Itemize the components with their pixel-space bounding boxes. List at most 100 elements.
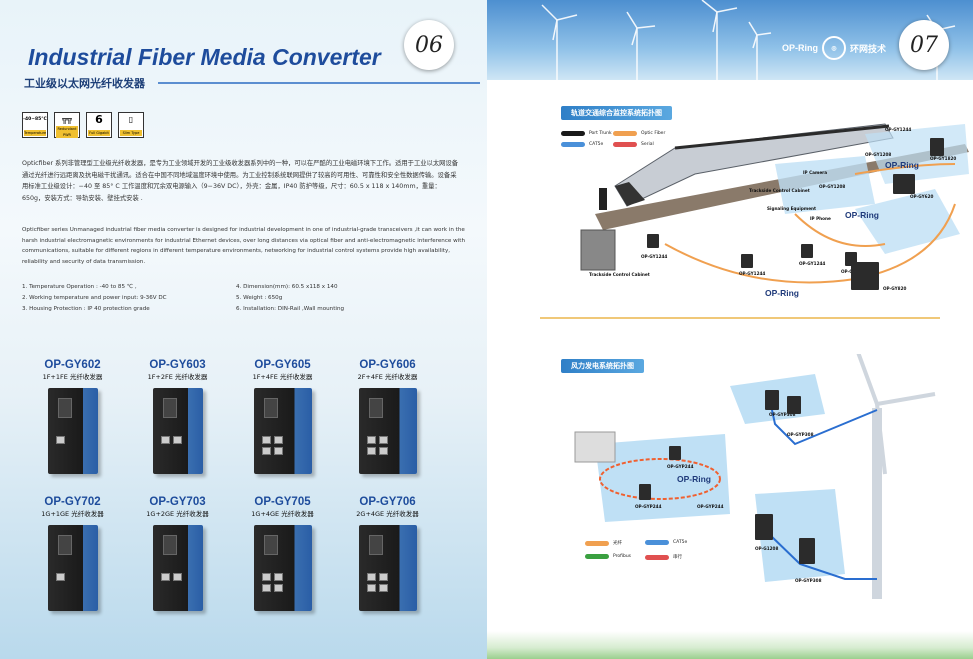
product-image bbox=[253, 388, 312, 474]
rj45-port bbox=[366, 573, 376, 581]
legend-profibus: Profibus bbox=[585, 554, 631, 559]
section-separator bbox=[540, 317, 940, 319]
rj45-port bbox=[160, 573, 170, 581]
rj45-port bbox=[366, 436, 376, 444]
switch-device bbox=[669, 446, 681, 460]
product-model: OP-GY603 bbox=[149, 359, 206, 371]
node-label: OP-GY1208 bbox=[819, 184, 846, 189]
diagram-label: Trackside Control Cabinet bbox=[749, 188, 810, 193]
title-divider bbox=[158, 82, 480, 84]
node-label: OP-GYP308 bbox=[787, 432, 814, 437]
spec-item: 3. Housing Protection : IP 40 protection… bbox=[22, 306, 150, 312]
diagram-label: Trackside Control Cabinet bbox=[589, 272, 650, 277]
temperature-icon: -40~85°C Temperature bbox=[22, 112, 48, 138]
fiber-port bbox=[162, 535, 177, 555]
grass-footer bbox=[487, 631, 973, 659]
rj45-port bbox=[261, 447, 271, 455]
product-image bbox=[152, 525, 203, 611]
product-desc: 1G+1GE 光纤收发器 bbox=[41, 510, 104, 518]
legend-port-trunk: Port Trunk bbox=[561, 131, 612, 136]
rj45-port bbox=[366, 447, 376, 455]
wind-diagram-title: 风力发电系统拓扑图 bbox=[561, 359, 644, 373]
switch-device bbox=[930, 138, 944, 156]
product-desc: 1G+2GE 光纤收发器 bbox=[146, 510, 209, 518]
rj45-port bbox=[261, 573, 271, 581]
fiber-port bbox=[368, 398, 383, 418]
fiber-port bbox=[57, 535, 72, 555]
rj45-port bbox=[273, 584, 283, 592]
rj45-port bbox=[261, 584, 271, 592]
product-card: OP-GY605 1F+4FE 光纤收发器 bbox=[230, 358, 335, 474]
product-card: OP-GY706 2G+4GE 光纤收发器 bbox=[335, 495, 440, 611]
switch-device bbox=[787, 396, 801, 414]
product-model: OP-GY602 bbox=[44, 359, 101, 371]
diagram-label: IP Camera bbox=[803, 170, 828, 175]
legend-optic-fiber: Optic Fiber bbox=[613, 131, 665, 136]
rj45-port bbox=[378, 436, 388, 444]
spec-item: 6. Installation: DIN-Rail ,Wall mounting bbox=[236, 306, 345, 312]
rj45-port bbox=[261, 436, 271, 444]
product-desc: 1G+4GE 光纤收发器 bbox=[251, 510, 314, 518]
slim-type-icon: ▯ Slim Type bbox=[118, 112, 144, 138]
product-desc: 2G+4GE 光纤收发器 bbox=[356, 510, 419, 518]
product-desc: 1F+2FE 光纤收发器 bbox=[147, 373, 208, 381]
node-label: OP-GYP244 bbox=[697, 504, 724, 509]
legend-serial: 串行 bbox=[645, 554, 682, 560]
node-label: OP-G1208 bbox=[755, 546, 779, 551]
switch-device bbox=[755, 514, 773, 540]
rj45-port bbox=[172, 436, 182, 444]
brand-name: OP-Ring bbox=[782, 43, 818, 53]
switch-device bbox=[893, 174, 915, 194]
wind-network-graphic bbox=[574, 354, 936, 599]
node-label: OP-GY1244 bbox=[799, 261, 826, 266]
rj45-port bbox=[273, 573, 283, 581]
switch-device bbox=[801, 244, 813, 258]
description-en: Opticfiber series Unmanaged industrial f… bbox=[22, 227, 466, 265]
legend-cat5e: CAT5e bbox=[645, 540, 687, 545]
title-cn: 工业级以太网光纤收发器 bbox=[24, 77, 145, 90]
gigabit-icon: 6 Full Gigabit bbox=[86, 112, 112, 138]
spec-item: 1. Temperature Operation : -40 to 85 ℃ , bbox=[22, 284, 137, 290]
rj45-port bbox=[55, 573, 65, 581]
ring-label: OP-Ring bbox=[845, 210, 879, 220]
node-label: OP-GY1820 bbox=[930, 156, 957, 161]
diagram-label: IP Phone bbox=[810, 216, 831, 221]
product-model: OP-GY605 bbox=[254, 359, 311, 371]
ring-logo-icon: ◎ bbox=[822, 36, 846, 60]
spec-item: 2. Working temperature and power input: … bbox=[22, 295, 167, 301]
switch-device bbox=[765, 390, 779, 410]
wind-topology-diagram: 风力发电系统拓扑图 OP-GYP308 OP-GYP308 OP-GYP244 … bbox=[555, 354, 969, 604]
product-model: OP-GY705 bbox=[254, 496, 311, 508]
fiber-port bbox=[368, 535, 383, 555]
turbine-silhouettes bbox=[541, 0, 956, 80]
switch-device bbox=[647, 234, 659, 248]
legend-fiber: 光纤 bbox=[585, 540, 622, 546]
spec-list: 1. Temperature Operation : -40 to 85 ℃ ,… bbox=[22, 282, 462, 315]
rj45-port bbox=[378, 447, 388, 455]
brand-cn: 环网技术 bbox=[850, 43, 887, 54]
product-model: OP-GY702 bbox=[44, 496, 101, 508]
feature-icons: -40~85°C Temperature ╦╦ Redundant PWR 6 … bbox=[22, 112, 144, 138]
product-desc: 2F+4FE 光纤收发器 bbox=[357, 373, 418, 381]
node-label: OP-GYP244 bbox=[635, 504, 662, 509]
rail-topology-diagram: 轨道交通综合监控系统拓扑图 Port Trunk Optic Fiber CAT… bbox=[555, 104, 969, 304]
product-image bbox=[152, 388, 203, 474]
switch-device bbox=[799, 538, 815, 564]
product-desc: 1F+4FE 光纤收发器 bbox=[252, 373, 313, 381]
page-number-right: 07 bbox=[899, 20, 949, 70]
node-label: OP-GYP308 bbox=[769, 412, 796, 417]
product-model: OP-GY706 bbox=[359, 496, 416, 508]
spec-item: 4. Dimension(mm): 60.5 x118 x 140 bbox=[236, 284, 338, 290]
fiber-port bbox=[263, 535, 278, 555]
left-page: 06 Industrial Fiber Media Converter 工业级以… bbox=[0, 0, 487, 659]
rj45-port bbox=[273, 436, 283, 444]
rj45-port bbox=[366, 584, 376, 592]
legend-serial: Serial bbox=[613, 142, 654, 147]
description-cn: Opticfiber 系列非管理型工业级光纤收发器，是专为工业领域开发的工业级收… bbox=[22, 160, 459, 202]
title-en: Industrial Fiber Media Converter bbox=[28, 44, 381, 70]
brand-logo: OP-Ring ◎ 环网技术 bbox=[782, 36, 886, 60]
product-card: OP-GY705 1G+4GE 光纤收发器 bbox=[230, 495, 335, 611]
product-card: OP-GY603 1F+2FE 光纤收发器 bbox=[125, 358, 230, 474]
